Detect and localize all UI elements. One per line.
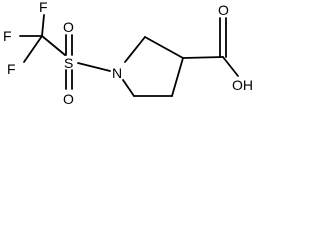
atom-label-sulfur: S bbox=[64, 55, 73, 71]
bond-ring-c3-c4 bbox=[171, 57, 184, 97]
atom-label-f-bottom: F bbox=[7, 61, 16, 77]
atom-label-o-top: O bbox=[63, 19, 74, 35]
atom-label-f-left: F bbox=[3, 28, 12, 44]
bond-c-f-bottom bbox=[23, 35, 43, 63]
bond-c-f-top bbox=[41, 14, 45, 37]
bond-ring-n-c2 bbox=[124, 36, 146, 63]
atom-label-f-top: F bbox=[39, 0, 48, 15]
bond-c-oh bbox=[222, 56, 239, 77]
atom-label-hydroxyl: OH bbox=[232, 77, 253, 93]
bond-s-n bbox=[77, 62, 111, 72]
atom-label-o-carbonyl: O bbox=[218, 2, 229, 18]
bond-ring-c2-c3 bbox=[144, 36, 184, 59]
atom-label-o-bottom: O bbox=[63, 91, 74, 107]
bond-ring-c5-n bbox=[122, 79, 135, 97]
bond-c-s bbox=[41, 35, 66, 56]
chemical-structure-diagram: F F F S O O N O OH bbox=[3, 0, 253, 107]
atom-label-nitrogen: N bbox=[112, 65, 122, 81]
bond-c3-carboxyl bbox=[182, 56, 224, 59]
